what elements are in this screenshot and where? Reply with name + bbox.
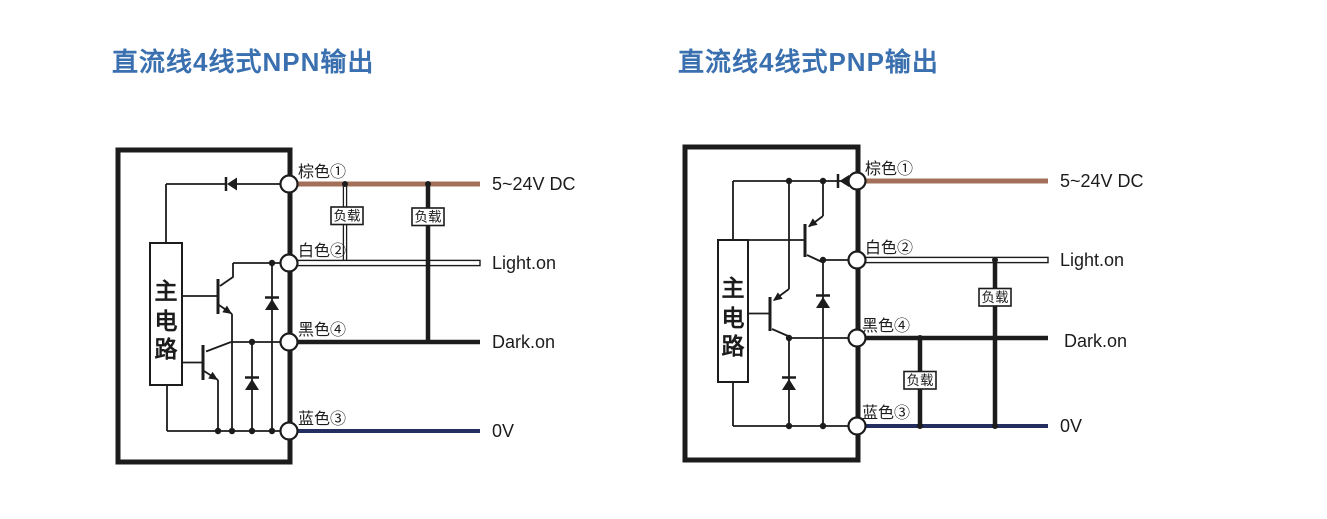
main-circuit-box: [717, 239, 749, 383]
load-2: 负载: [903, 335, 937, 429]
load-1-box: [978, 287, 1012, 307]
main-circuit-char-3: 路: [722, 333, 746, 359]
circuit-outer-box: [682, 144, 861, 463]
clamp-diode-1: [265, 259, 279, 431]
emitter-arrow: [773, 292, 783, 301]
pnp-external-wiring: 负载 负载 棕色① 白色② 黑色④ 蓝色③ 5~24V DC Light.on: [847, 160, 1144, 436]
terminal-label-blue: 蓝色③: [298, 410, 346, 428]
load-2-label: 负载: [907, 373, 934, 388]
load-1: 负载: [978, 257, 1012, 429]
load-1: 负载: [330, 181, 364, 261]
emitter-arrow: [222, 305, 232, 314]
npn-transistor-2: [182, 341, 232, 431]
main-circuit-char-2: 电: [722, 305, 745, 331]
white-wire: [296, 259, 481, 267]
terminal-label-white: 白色②: [298, 242, 346, 260]
clamp-diode-2: [245, 338, 259, 431]
load-2-box: [903, 370, 937, 390]
signal-label-0v: 0V: [492, 421, 514, 441]
pnp-diagram: 主 电 路: [682, 144, 1144, 463]
junction-dot: [268, 259, 276, 267]
signal-label-darkon: Dark.on: [1064, 331, 1127, 351]
emitter-arrow: [208, 371, 218, 380]
main-circuit-char-3: 路: [155, 336, 179, 362]
emitter-arrow: [808, 218, 818, 227]
pnp-sensor-outline: 主 电 路: [682, 144, 861, 463]
terminal-label-black: 黑色④: [862, 317, 910, 335]
load-2: 负载: [411, 181, 445, 340]
clamp-diode-1: [816, 256, 830, 426]
signal-label-power: 5~24V DC: [1060, 171, 1144, 191]
main-circuit-label: 主 电 路: [722, 275, 746, 359]
load-2-label: 负载: [415, 210, 442, 225]
ground-rail: [166, 385, 288, 432]
terminal-brown: [847, 171, 867, 191]
top-feed-line: [165, 183, 288, 243]
npn-sensor-outline: 主 电 路: [115, 147, 293, 465]
terminal-blue: [847, 416, 867, 436]
terminal-label-blue: 蓝色③: [862, 404, 910, 422]
pnp-transistor-2: [748, 181, 790, 337]
main-circuit-char-1: 主: [722, 275, 745, 301]
npn-diagram-title: 直流线4线式NPN输出: [112, 47, 375, 77]
terminal-blue: [279, 421, 299, 441]
terminal-label-black: 黑色④: [298, 321, 346, 339]
pnp-transistor-1: [748, 181, 824, 263]
npn-diagram: 主 电 路: [115, 147, 576, 465]
polarity-diode-icon: [227, 177, 237, 191]
terminal-white: [279, 253, 299, 273]
main-circuit-label: 主 电 路: [155, 278, 179, 362]
pnp-diagram-title: 直流线4线式PNP输出: [678, 47, 939, 77]
signal-label-lighton: Light.on: [492, 253, 556, 273]
top-feed-line: [732, 180, 850, 240]
npn-internal-circuit: [165, 177, 288, 435]
terminal-brown: [279, 174, 299, 194]
terminal-white: [847, 250, 867, 270]
load-1-label: 负载: [334, 209, 361, 224]
signal-label-darkon: Dark.on: [492, 332, 555, 352]
npn-transistor-1: [182, 263, 234, 431]
terminal-black: [279, 332, 299, 352]
npn-external-wiring: 负载 负载 棕色① 白色② 黑色④ 蓝色③ 5~24V DC Light.on …: [279, 163, 576, 441]
terminal-black: [847, 328, 867, 348]
load-2-box: [411, 207, 445, 227]
pnp-internal-circuit: [732, 174, 850, 430]
signal-label-power: 5~24V DC: [492, 174, 576, 194]
polarity-diode-icon: [839, 175, 849, 187]
main-circuit-char-2: 电: [155, 308, 178, 334]
junction-dot: [248, 338, 256, 346]
signal-label-lighton: Light.on: [1060, 250, 1124, 270]
terminal-label-white: 白色②: [865, 239, 913, 257]
load-1-label: 负载: [982, 290, 1009, 305]
signal-label-0v: 0V: [1060, 416, 1082, 436]
circuit-outer-box: [115, 147, 293, 465]
clamp-diode-2: [782, 334, 796, 426]
white-wire: [864, 256, 1049, 264]
main-circuit-char-1: 主: [155, 278, 178, 304]
terminal-label-brown: 棕色①: [298, 163, 346, 181]
terminal-label-brown: 棕色①: [865, 160, 913, 178]
load-1-box: [330, 206, 364, 226]
